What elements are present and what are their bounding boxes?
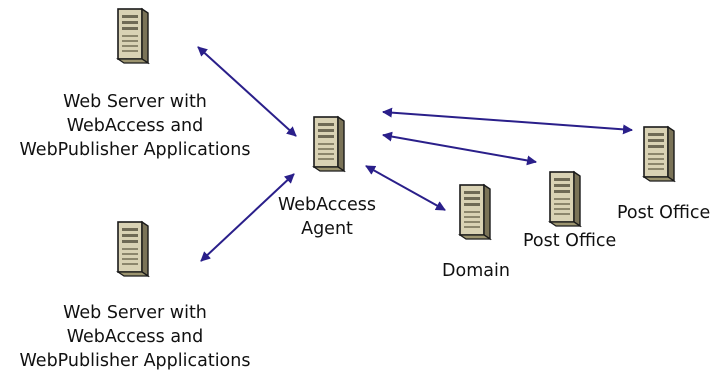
post-office-2-label: Post Office xyxy=(617,201,710,225)
label-line: Domain xyxy=(442,261,510,281)
server-icon xyxy=(117,8,149,64)
connection-agent-post-office-2 xyxy=(382,107,633,135)
label-line: WebAccess and xyxy=(66,116,204,136)
label-line: WebAccess and xyxy=(66,327,204,347)
webaccess-agent-label: WebAccess Agent xyxy=(278,193,376,241)
connection-web-server-top-agent xyxy=(197,46,297,137)
connection-web-server-bottom-agent xyxy=(200,173,295,262)
server-icon xyxy=(117,221,149,277)
domain-label: Domain xyxy=(442,259,510,283)
server-icon xyxy=(643,126,675,182)
web-server-top-label: Web Server with WebAccess and WebPublish… xyxy=(20,90,251,162)
label-line: Web Server with xyxy=(63,303,207,323)
label-line: Post Office xyxy=(523,231,617,251)
connection-agent-domain xyxy=(365,165,446,211)
label-line: Agent xyxy=(301,219,353,239)
server-icon xyxy=(459,184,491,240)
label-line: WebPublisher Applications xyxy=(19,140,251,160)
label-line: Post Office xyxy=(617,203,711,223)
label-line: WebPublisher Applications xyxy=(19,351,251,371)
label-line: WebAccess xyxy=(277,195,377,215)
label-line: Web Server with xyxy=(63,92,207,112)
web-server-bottom-label: Web Server with WebAccess and WebPublish… xyxy=(20,301,251,373)
server-icon xyxy=(313,116,345,172)
post-office-1-label: Post Office xyxy=(523,229,616,253)
connection-agent-post-office-1 xyxy=(382,131,537,166)
server-icon xyxy=(549,171,581,227)
